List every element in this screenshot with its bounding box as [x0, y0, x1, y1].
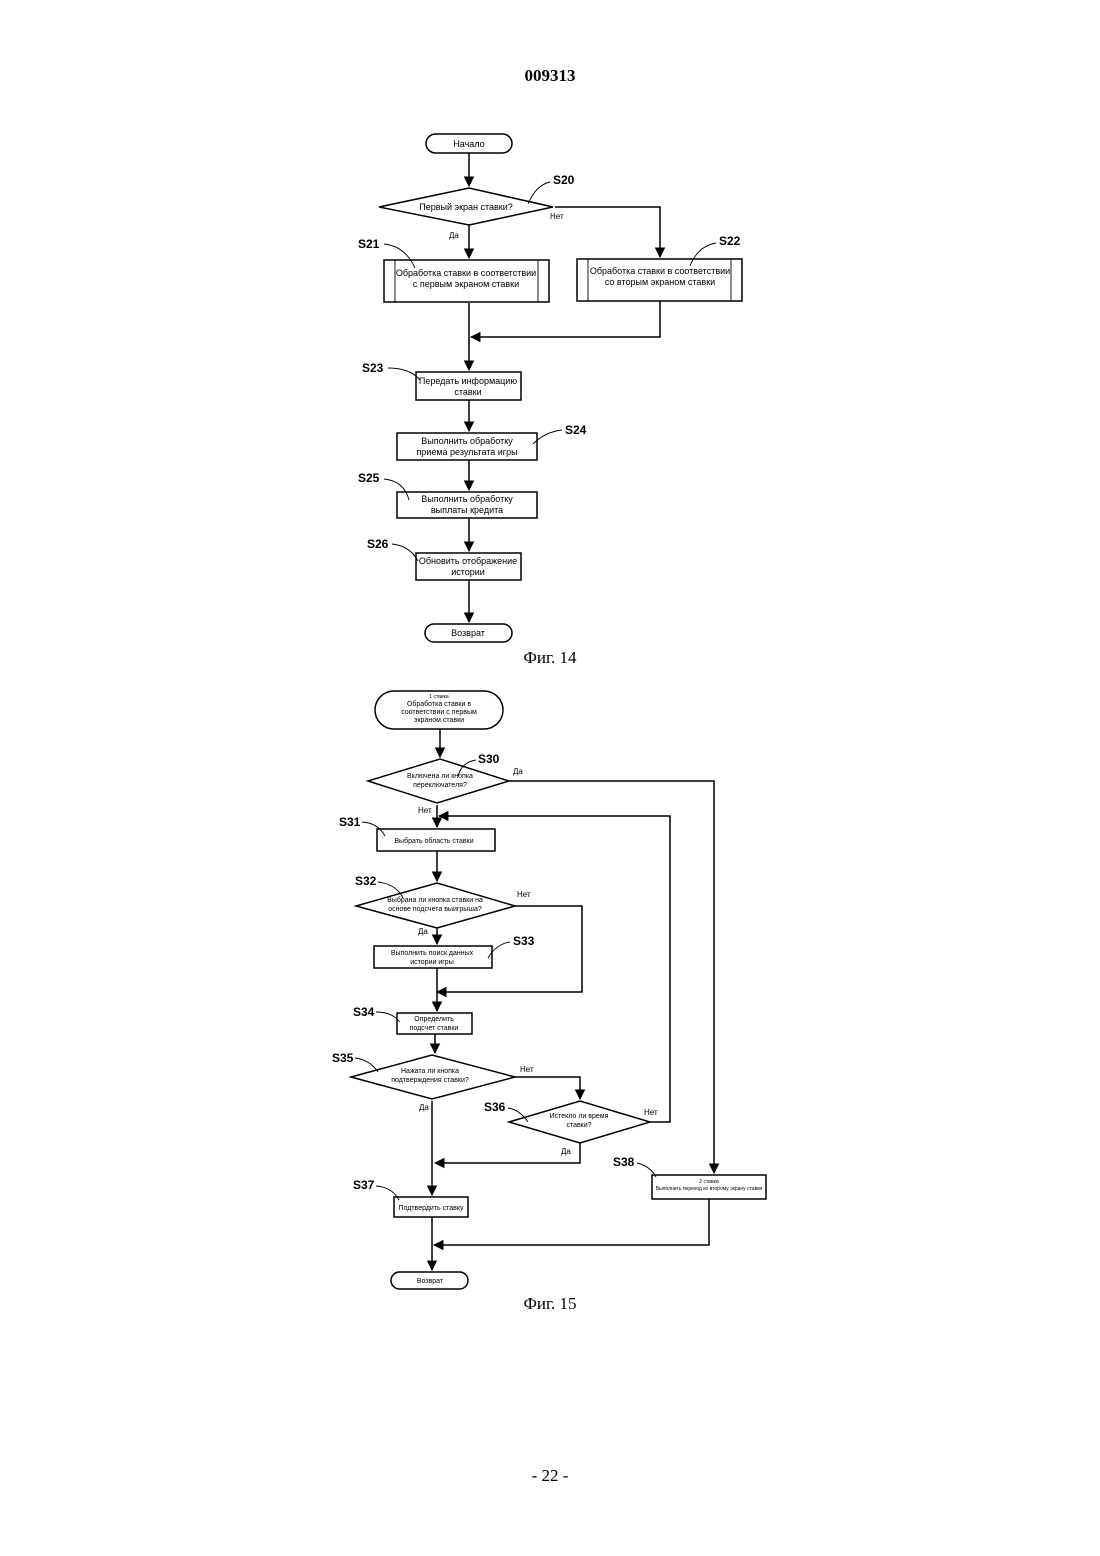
- fig15-s38-text-line2: Выполнить переход ко второму экрану став…: [656, 1186, 763, 1192]
- fig14-arrow-s20-no: [555, 207, 660, 257]
- fig15-s37-step-label: S37: [353, 1178, 375, 1192]
- fig15-s36-text-line1: Истекло ли время: [550, 1113, 609, 1120]
- fig15-s34-text-line2: подсчет ставки: [410, 1025, 459, 1032]
- fig15-end-label: Возврат: [417, 1278, 444, 1285]
- fig14-s22-step-label: S22: [719, 234, 741, 248]
- figure-14-caption: Фиг. 14: [500, 648, 600, 668]
- fig15-s32-text-line2: основе подсчета выигрыша?: [388, 906, 482, 913]
- fig14-s23-text-line1: Передать информацию: [419, 376, 517, 386]
- fig15-s33-step-label: S33: [513, 934, 535, 948]
- fig15-s33-text-line1: Выполнить поиск данных: [391, 950, 474, 957]
- fig14-s20-step-label: S20: [553, 173, 575, 187]
- fig15-s34-step-label: S34: [353, 1005, 375, 1019]
- fig15-s35-yes-label: Да: [419, 1103, 429, 1112]
- fig14-s23-text-line2: ставки: [454, 387, 481, 397]
- fig14-s24-text-line1: Выполнить обработку: [421, 436, 513, 446]
- fig14-end-label: Возврат: [451, 628, 485, 638]
- fig15-s31-text: Выбрать область ставки: [394, 837, 473, 845]
- fig14-s25-text-line1: Выполнить обработку: [421, 494, 513, 504]
- fig15-s34-text-line1: Определить: [414, 1016, 454, 1023]
- fig15-s30-text-line2: переключателя?: [413, 782, 467, 789]
- fig14-s24-step-label: S24: [565, 423, 587, 437]
- fig14-s20-question: Первый экран ставки?: [419, 202, 513, 212]
- fig15-start-text-line2: соответствии с первым: [401, 709, 477, 716]
- fig15-s37-text: Подтвердить ставку: [399, 1205, 464, 1212]
- figure-15-caption: Фиг. 15: [500, 1294, 600, 1314]
- fig14-s25-step-label: S25: [358, 471, 380, 485]
- fig15-s30-text-line1: Включена ли кнопка: [407, 773, 473, 780]
- fig15-flowchart: 1 ставка Обработка ставки в соответствии…: [332, 691, 766, 1289]
- fig15-s35-no-label: Нет: [520, 1065, 534, 1074]
- fig14-s21-step-label: S21: [358, 237, 380, 251]
- fig15-s38-text-line1: 2 ставка: [699, 1179, 719, 1185]
- fig14-arrow-s22-merge: [471, 301, 660, 337]
- fig15-s36-step-label: S36: [484, 1100, 506, 1114]
- fig14-s24-text-line2: приема результата игры: [416, 447, 517, 457]
- fig14-s26-step-label: S26: [367, 537, 389, 551]
- fig15-s32-step-label: S32: [355, 874, 377, 888]
- fig15-s30-step-label: S30: [478, 752, 500, 766]
- fig14-start-label: Начало: [453, 139, 484, 149]
- fig15-start-text-line3: экраном ставки: [414, 717, 464, 724]
- fig14-s21-text-line2: с первым экраном ставки: [413, 279, 519, 289]
- fig14-s20-no-label: Нет: [550, 212, 564, 221]
- fig15-s32-text-line1: Выбрана ли кнопка ставки на: [387, 896, 483, 904]
- fig14-s26-text-line1: Обновить отображение: [419, 556, 517, 566]
- fig14-s23-step-label: S23: [362, 361, 384, 375]
- fig15-s36-text-line2: ставки?: [566, 1122, 591, 1129]
- fig15-s35-text-line1: Нажата ли кнопка: [401, 1068, 459, 1075]
- fig15-s31-step-label: S31: [339, 815, 361, 829]
- fig15-s35-step-label: S35: [332, 1051, 354, 1065]
- fig14-s20-yes-label: Да: [449, 231, 459, 240]
- fig14-s21-text-line1: Обработка ставки в соответствии: [396, 268, 536, 278]
- fig15-arrow-s36-yes: [435, 1143, 580, 1163]
- fig14-s23-leader: [388, 368, 420, 380]
- fig14-s25-text-line2: выплаты кредита: [431, 505, 503, 515]
- fig14-s26-text-line2: истории: [451, 567, 485, 577]
- fig15-s38-step-label: S38: [613, 1155, 635, 1169]
- fig15-s35-text-line2: подтверждения ставки?: [391, 1077, 469, 1084]
- fig15-s36-no-label: Нет: [644, 1108, 658, 1117]
- page-number: - 22 -: [500, 1466, 600, 1486]
- fig15-arrow-s35-no: [515, 1077, 580, 1099]
- fig14-s22-text-line2: со вторым экраном ставки: [605, 277, 715, 287]
- fig15-start-text-line0: 1 ставка: [429, 694, 449, 700]
- fig15-s32-yes-label: Да: [418, 927, 428, 936]
- fig14-flowchart: Начало Первый экран ставки? S20 Да Нет О…: [358, 134, 742, 642]
- fig15-s30-no-label: Нет: [418, 806, 432, 815]
- fig15-s36-yes-label: Да: [561, 1147, 571, 1156]
- fig14-s22-text-line1: Обработка ставки в соответствии: [590, 266, 730, 276]
- fig14-s26-leader: [392, 544, 418, 561]
- fig15-s30-yes-label: Да: [513, 767, 523, 776]
- fig15-s33-text-line2: истории игры: [410, 959, 453, 966]
- fig15-arrow-s38-merge: [434, 1199, 709, 1245]
- fig15-s32-no-label: Нет: [517, 890, 531, 899]
- fig14-s20-leader: [528, 182, 550, 204]
- fig15-start-text-line1: Обработка ставки в: [407, 700, 471, 708]
